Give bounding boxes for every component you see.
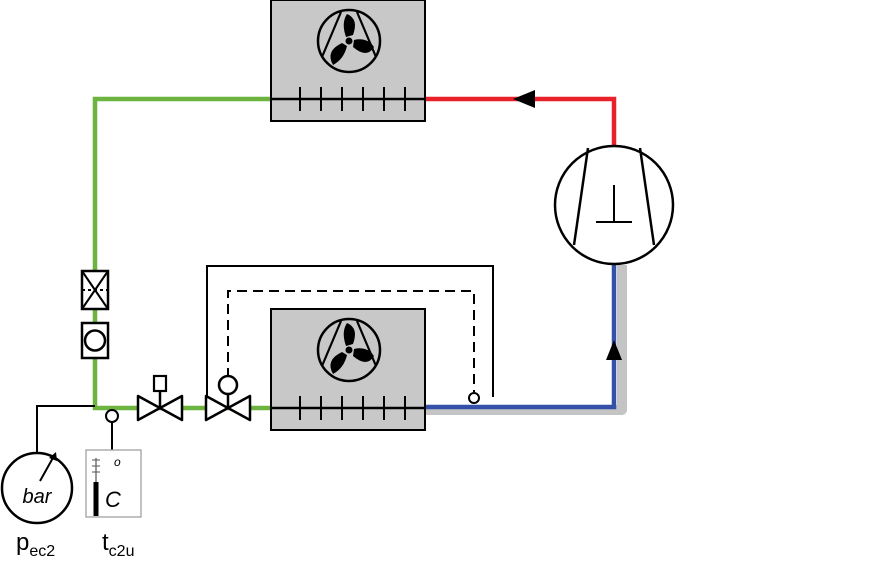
condenser-unit <box>270 0 426 122</box>
temperature-label-main: t <box>102 529 109 556</box>
thermometer-icon: o C <box>85 449 142 518</box>
expansion-valve-icon <box>204 374 252 422</box>
pressure-gauge-icon: bar <box>0 451 74 525</box>
discharge-flow-arrow <box>513 90 535 108</box>
pressure-label: pec2 <box>16 531 55 560</box>
temperature-label: tc2u <box>102 531 134 560</box>
pressure-label-sub: ec2 <box>29 543 56 560</box>
thermometer-unit-label: C <box>105 487 121 512</box>
gauge-connection-line <box>36 405 95 452</box>
filter-drier-icon <box>80 269 110 311</box>
suction-flow-arrow <box>606 340 622 360</box>
solenoid-valve-icon <box>136 374 184 422</box>
temperature-sensor <box>105 409 119 450</box>
compressor-icon <box>553 144 675 266</box>
thermometer-degree-symbol: o <box>114 455 121 469</box>
evaporator-unit <box>270 308 426 431</box>
sight-glass-icon <box>80 321 110 360</box>
pressure-label-main: p <box>16 529 30 556</box>
gauge-unit-label: bar <box>23 486 53 508</box>
liquid-line <box>92 96 271 411</box>
suction-line <box>425 262 617 410</box>
suction-line-shadow <box>425 265 627 415</box>
discharge-line <box>425 96 617 148</box>
temperature-label-sub: c2u <box>108 543 135 560</box>
expansion-valve-capillary <box>206 265 494 406</box>
